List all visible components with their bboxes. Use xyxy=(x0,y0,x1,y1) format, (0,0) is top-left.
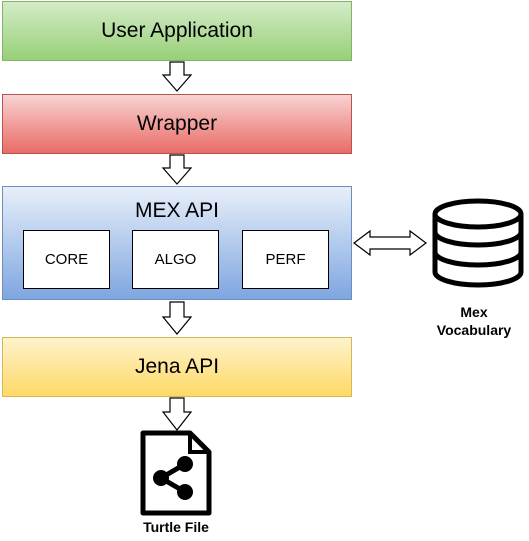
wrapper-label: Wrapper xyxy=(136,112,218,135)
algo-module-label: ALGO xyxy=(154,251,197,268)
algo-module: ALGO xyxy=(132,230,219,289)
mex-api-label: MEX API xyxy=(134,199,220,222)
bidirectional-arrow xyxy=(353,229,427,257)
turtle-file-caption: Turtle File xyxy=(143,519,209,535)
down-arrow-user-to-wrapper xyxy=(161,61,193,92)
wrapper-layer: Wrapper xyxy=(2,94,352,154)
down-arrow-jena-to-file xyxy=(161,397,193,431)
mex-vocabulary-line2: Vocabulary xyxy=(436,322,512,338)
jena-api-layer: Jena API xyxy=(2,337,352,397)
perf-module: PERF xyxy=(242,230,329,289)
user-application-layer: User Application xyxy=(2,1,352,61)
core-module-label: CORE xyxy=(44,251,89,268)
core-module: CORE xyxy=(23,230,110,289)
jena-api-label: Jena API xyxy=(134,355,220,378)
perf-module-label: PERF xyxy=(265,251,306,268)
mex-vocabulary-line1: Mex xyxy=(460,304,488,320)
down-arrow-wrapper-to-mex xyxy=(161,154,193,185)
down-arrow-mex-to-jena xyxy=(161,301,193,335)
mex-vocabulary-caption: Mex Vocabulary xyxy=(420,303,528,339)
share-file-icon xyxy=(140,430,212,516)
database-icon xyxy=(432,198,524,288)
user-application-label: User Application xyxy=(101,19,253,42)
mex-api-layer: MEX API CORE ALGO PERF xyxy=(2,186,352,300)
